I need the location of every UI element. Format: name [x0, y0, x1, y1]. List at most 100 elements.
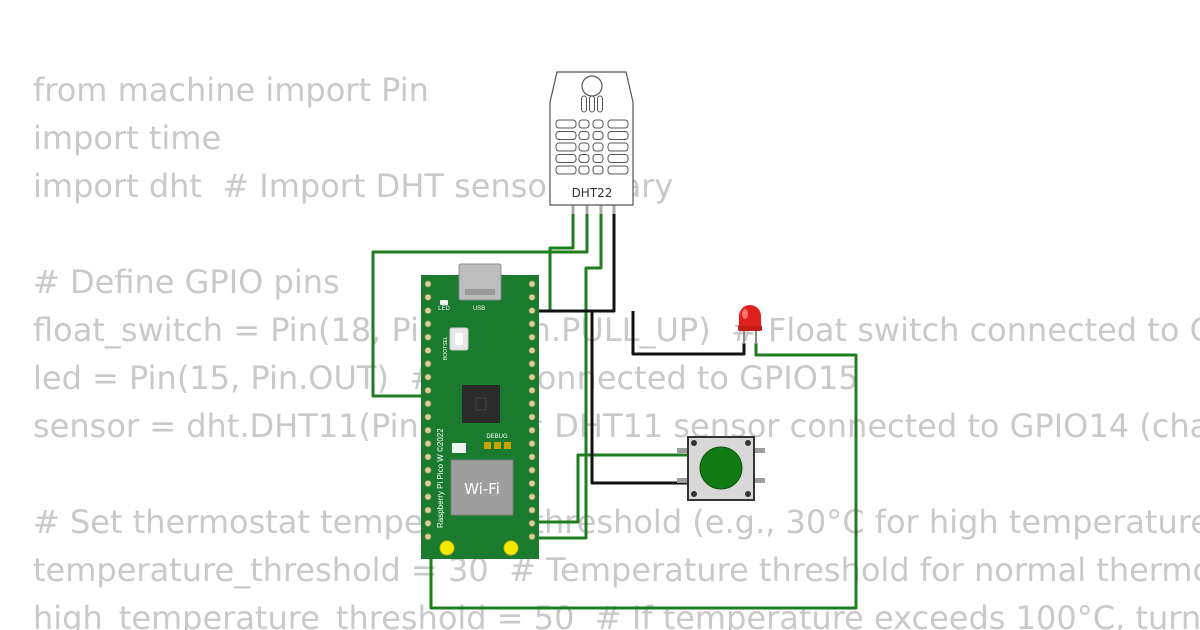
wire-sensor-data[interactable]: [371, 212, 589, 398]
red-led[interactable]: [738, 305, 762, 344]
button-leg-3: [753, 448, 765, 453]
gpio-pin[interactable]: [424, 373, 432, 381]
grille-slot: [607, 131, 629, 140]
sensor-body: [549, 71, 634, 206]
wire-sensor-pin3[interactable]: [537, 212, 603, 540]
gpio-pin[interactable]: [424, 533, 432, 541]
gpio-pin[interactable]: [424, 293, 432, 301]
gpio-pin[interactable]: [424, 466, 432, 474]
usb-port: [465, 289, 495, 295]
dht22-sensor[interactable]: DHT22: [549, 71, 634, 214]
led-label: LED: [438, 306, 450, 312]
grille-slot: [592, 154, 604, 163]
grille-slot: [578, 142, 590, 152]
grille-slot: [589, 95, 595, 113]
pins-left: [424, 280, 432, 541]
gpio-pin[interactable]: [528, 520, 536, 527]
gpio-pin[interactable]: [424, 386, 432, 394]
gpio-pin[interactable]: [424, 360, 432, 368]
gpio-pin[interactable]: [424, 320, 432, 328]
gpio-pin[interactable]: [424, 347, 432, 354]
gpio-pin[interactable]: [424, 426, 432, 434]
gpio-pin[interactable]: [528, 373, 536, 381]
gpio-pin[interactable]: [424, 480, 432, 487]
gpio-pin[interactable]: [424, 333, 432, 341]
wire-sensor-vcc[interactable]: [548, 212, 575, 312]
wire-led-anode[interactable]: [429, 343, 858, 610]
gpio-pin[interactable]: [424, 453, 432, 461]
smd-component: [452, 443, 466, 453]
button-corner-2: [745, 440, 751, 446]
button-corner-3: [691, 491, 697, 497]
gpio-pin[interactable]: [528, 293, 536, 301]
grille-slot: [592, 131, 604, 140]
wire-sensor-gnd[interactable]: [523, 212, 616, 313]
grille-slot: [578, 165, 590, 175]
button-leg-1: [677, 448, 689, 453]
button-leg-4: [753, 478, 765, 483]
gpio-pin[interactable]: [424, 413, 432, 421]
gpio-pin[interactable]: [424, 280, 432, 288]
gpio-pin[interactable]: [424, 520, 432, 527]
led-rim: [738, 325, 762, 331]
wire-button[interactable]: [537, 453, 688, 524]
grille-slot: [578, 119, 590, 129]
gpio-pin[interactable]: [424, 506, 432, 514]
debug-label: DEBUG: [486, 434, 508, 440]
wires-green: [371, 212, 858, 610]
gpio-pin[interactable]: [528, 440, 536, 448]
grille-slot: [581, 95, 587, 113]
grille-slot: [597, 95, 603, 113]
gpio-pin[interactable]: [424, 440, 432, 448]
gpio-pin[interactable]: [528, 466, 536, 474]
grille-slot: [592, 165, 604, 175]
gpio-pin[interactable]: [424, 493, 432, 501]
debug-pad-2: [494, 442, 501, 449]
onboard-led: [440, 300, 448, 305]
grille-slot: [607, 142, 629, 152]
gpio-pin[interactable]: [528, 493, 536, 501]
gpio-pin[interactable]: [528, 320, 536, 328]
grille-slot: [555, 154, 577, 163]
gpio-pin[interactable]: [424, 307, 432, 315]
wire-button-gnd[interactable]: [590, 311, 688, 485]
wifi-label: Wi-Fi: [464, 480, 500, 498]
code-line: from machine import Pin: [33, 71, 429, 109]
sensor-label: DHT22: [572, 186, 613, 200]
gpio-pin[interactable]: [528, 453, 536, 461]
gpio-pin[interactable]: [528, 347, 536, 354]
grille-slot: [555, 142, 577, 152]
grille-slot: [592, 119, 604, 129]
grille-slot: [578, 131, 590, 140]
debug-pad-3: [504, 442, 511, 449]
grille-slot: [578, 154, 590, 163]
bootsel-cap: [455, 333, 463, 345]
gpio-pin[interactable]: [528, 413, 536, 421]
wifi-module: [450, 459, 514, 516]
gpio-pin[interactable]: [528, 360, 536, 368]
gpio-pin[interactable]: [528, 386, 536, 394]
wire-led-cathode[interactable]: [631, 311, 746, 356]
debug-pad-1: [484, 442, 491, 449]
gpio-pin[interactable]: [528, 480, 536, 487]
chip-logo: [475, 397, 487, 411]
gpio-pin[interactable]: [528, 506, 536, 514]
button-cap[interactable]: [699, 446, 743, 490]
grille-slot: [555, 165, 577, 175]
gpio-pin[interactable]: [528, 333, 536, 341]
sensor-mount-hole: [581, 75, 603, 97]
pico-w-board[interactable]: LED USB BOOTSEL DEBUG Wi-Fi Raspberry Pi…: [421, 263, 539, 559]
gpio-pin[interactable]: [424, 400, 432, 408]
gpio-pin[interactable]: [528, 400, 536, 408]
gpio-pin[interactable]: [528, 533, 536, 541]
gpio-pin[interactable]: [528, 426, 536, 434]
sensor-grille: [555, 95, 629, 175]
usb-label: USB: [473, 306, 485, 312]
gpio-pin[interactable]: [528, 280, 536, 288]
gpio-pin[interactable]: [528, 307, 536, 315]
push-button[interactable]: [677, 436, 765, 501]
grille-slot: [607, 119, 629, 129]
rp2040-chip: [462, 385, 500, 423]
